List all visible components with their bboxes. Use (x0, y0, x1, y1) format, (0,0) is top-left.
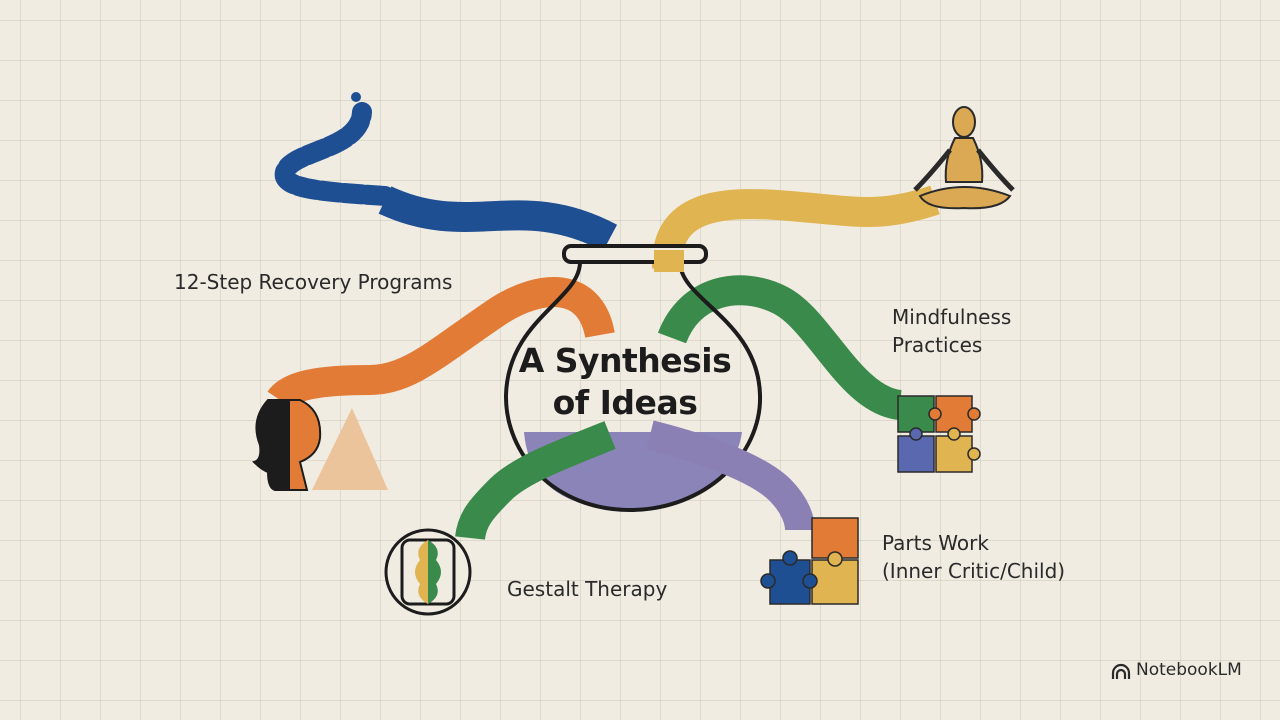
branch-ribbon-blue (378, 186, 618, 252)
head-triangle-icon (252, 399, 388, 491)
rope-icon (274, 92, 395, 206)
label-gestalt: Gestalt Therapy (507, 577, 668, 601)
label-mindfulness-line-1: Mindfulness (892, 305, 1012, 329)
central-title: A Synthesis of Ideas (490, 340, 760, 424)
branch-ribbon-yellow (652, 185, 940, 269)
notebooklm-logo-icon (1111, 663, 1131, 679)
puzzle-icon (897, 395, 981, 473)
label-parts-work-line-2: (Inner Critic/Child) (882, 559, 1066, 583)
branch-ribbon-green (657, 275, 903, 420)
central-title-line-2: of Ideas (552, 383, 698, 422)
label-mindfulness: Mindfulness Practices (892, 303, 1011, 359)
label-parts-work: Parts Work (Inner Critic/Child) (882, 529, 1065, 585)
label-12-step: 12-Step Recovery Programs (174, 270, 453, 294)
branch-ribbon-purple (646, 420, 815, 531)
puzzle-pieces-icon (760, 517, 859, 605)
meditation-icon (913, 106, 1015, 210)
label-mindfulness-line-2: Practices (892, 333, 983, 357)
faces-vase-icon (384, 528, 472, 616)
label-parts-work-line-1: Parts Work (882, 531, 989, 555)
brand-name: NotebookLM (1136, 660, 1242, 680)
branch-ribbon-gestalt (455, 421, 616, 541)
central-title-line-1: A Synthesis (518, 341, 732, 380)
brand-mark: NotebookLM (1110, 660, 1242, 680)
